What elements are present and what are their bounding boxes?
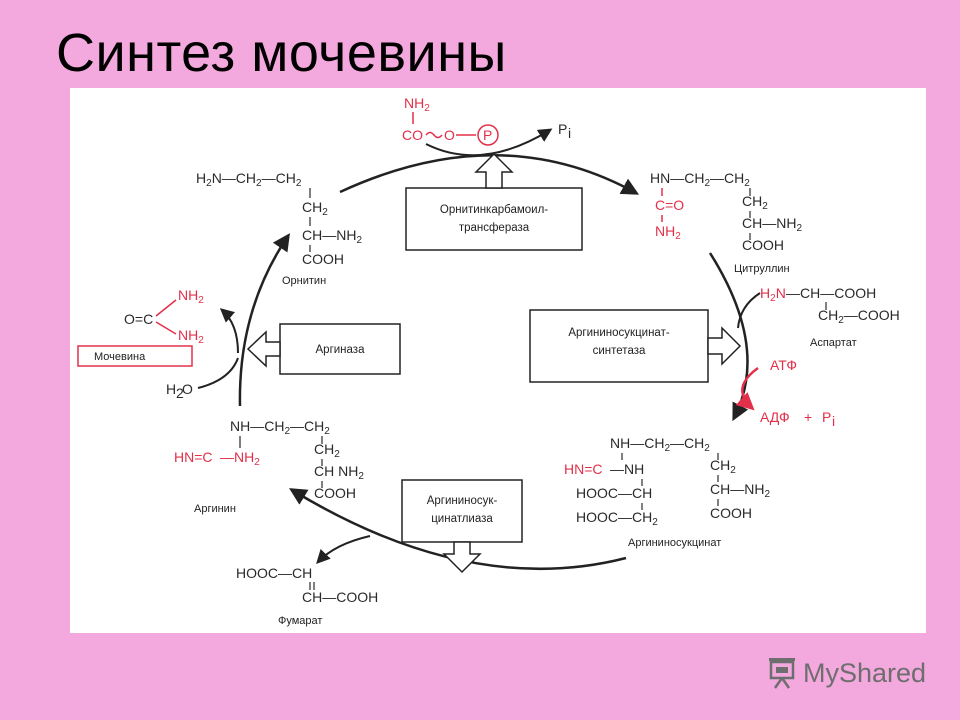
watermark: MyShared [767, 656, 926, 690]
enzyme-otc: Орнитинкарбамоил- трансфераза [405, 187, 583, 251]
side-arrow-urea-out [219, 308, 239, 354]
svg-text:—CH—COOH: —CH—COOH [786, 285, 876, 301]
watermark-text: MyShared [803, 657, 927, 688]
side-arrow-water-in [197, 357, 239, 389]
slide-title: Синтез мочевины [56, 23, 507, 83]
svg-text:CH2: CH2 [302, 199, 328, 218]
svg-text:CH—NH2: CH—NH2 [710, 481, 770, 500]
fumarate-label: Фумарат [278, 615, 322, 627]
svg-text:NH2: NH2 [178, 327, 204, 346]
urea-label-box: Мочевина [77, 345, 193, 367]
water-h: H [166, 381, 176, 397]
urea-cycle-figure: Орнитинкарбамоил- трансфераза Аргининосу… [70, 88, 926, 633]
pi-p: P [558, 121, 567, 137]
aspartate-structure: H2N —CH—COOH CH2—COOH [760, 285, 900, 326]
enzyme-otc-block-arrow [474, 152, 514, 189]
urea-cycle-diagram: Орнитинкарбамоил- трансфераза Аргининосу… [77, 95, 900, 627]
enzyme-ass-label-1: Аргининосукцинат- [568, 327, 670, 339]
fumarate-structure: HOOC—CH CH—COOH [236, 565, 378, 605]
enzyme-ass: Аргининосукцинат- синтетаза [529, 309, 709, 383]
arginine-structure: NH—CH2—CH2 HN=C —NH2 CH2 CH NH2 COOH [174, 418, 364, 501]
enzyme-asl-label-1: Аргининосук- [427, 495, 498, 507]
side-arrow-atp-to-adp [735, 366, 759, 411]
aspartate-label: Аспартат [810, 337, 857, 349]
pi-sub: i [568, 125, 571, 141]
svg-text:O: O [444, 127, 455, 143]
side-arrow-aspartate-in [737, 292, 761, 329]
svg-text:C=O: C=O [655, 197, 684, 213]
svg-text:NH2: NH2 [655, 223, 681, 242]
svg-text:HOOC—CH: HOOC—CH [236, 565, 312, 581]
svg-text:CH NH2: CH NH2 [314, 463, 364, 482]
citrulline-structure: HN—CH2—CH2 C=O NH2 CH2 CH—NH2 COOH [650, 170, 802, 253]
enzyme-arginase: Аргиназа [279, 323, 401, 375]
svg-text:CH2: CH2 [710, 457, 736, 476]
adp-label: АДФ [760, 409, 790, 425]
water-sub: 2 [176, 385, 184, 401]
svg-text:NH2: NH2 [178, 287, 204, 306]
side-arrow-carbamoyl-in [425, 128, 553, 157]
water-o: O [182, 381, 193, 397]
svg-text:CO: CO [402, 127, 423, 143]
svg-text:O=C: O=C [124, 311, 153, 327]
urea-label: Мочевина [94, 351, 146, 363]
atp-label: АТФ [770, 357, 797, 373]
arginine-label: Аргинин [194, 503, 236, 515]
carbamoyl-phosphate-structure: NH2 CO O P [402, 95, 499, 146]
enzyme-arginase-block-arrow [246, 330, 281, 368]
pi-label: P i [558, 121, 571, 141]
svg-text:COOH: COOH [302, 251, 344, 267]
svg-text:COOH: COOH [314, 485, 356, 501]
urea-structure: NH2 O=C NH2 [124, 287, 204, 346]
enzyme-otc-label-1: Орнитинкарбамоил- [440, 204, 548, 216]
water-label: H 2 O [166, 381, 193, 401]
cycle-arrow-arginine-to-ornithine [238, 233, 290, 407]
enzyme-asl: Аргининосук- цинатлиаза [401, 479, 523, 543]
svg-text:HOOC—CH: HOOC—CH [576, 485, 652, 501]
svg-text:P: P [483, 127, 492, 143]
enzyme-asl-label-2: цинатлиаза [431, 513, 493, 525]
svg-text:—NH: —NH [610, 461, 644, 477]
svg-text:HN—CH2—CH2: HN—CH2—CH2 [650, 170, 750, 189]
enzyme-asl-block-arrow [442, 541, 482, 574]
citrulline-label: Цитруллин [734, 263, 790, 275]
presentation-icon [769, 658, 795, 689]
argininosuccinate-label: Аргининосукцинат [628, 537, 721, 549]
svg-text:CH2—COOH: CH2—COOH [818, 307, 900, 326]
svg-text:COOH: COOH [742, 237, 784, 253]
enzyme-arginase-label: Аргиназа [316, 344, 366, 356]
svg-text:NH—CH2—CH2: NH—CH2—CH2 [610, 435, 710, 454]
svg-text:CH—NH2: CH—NH2 [302, 227, 362, 246]
svg-text:CH2: CH2 [314, 441, 340, 460]
svg-text:NH—CH2—CH2: NH—CH2—CH2 [230, 418, 330, 437]
svg-text:HN=C: HN=C [174, 449, 213, 465]
svg-text:COOH: COOH [710, 505, 752, 521]
adp-pi-sub: i [832, 413, 835, 429]
enzyme-otc-label-2: трансфераза [459, 222, 530, 234]
svg-text:H2N: H2N [760, 285, 786, 304]
ornithine-structure: H2N—CH2—CH2 CH2 CH—NH2 COOH [196, 170, 362, 267]
argininosuccinate-structure: NH—CH2—CH2 HN=C —NH HOOC—CH HOOC—CH2 CH2… [564, 435, 770, 528]
enzyme-ass-label-2: синтетаза [593, 345, 646, 357]
svg-text:CH2: CH2 [742, 193, 768, 212]
svg-text:NH2: NH2 [404, 95, 430, 114]
adp-pi-label: АДФ + P i [760, 409, 835, 429]
svg-text:—NH2: —NH2 [220, 449, 260, 468]
svg-text:H2N—CH2—CH2: H2N—CH2—CH2 [196, 170, 302, 189]
svg-text:HOOC—CH2: HOOC—CH2 [576, 509, 658, 528]
svg-text:CH—NH2: CH—NH2 [742, 215, 802, 234]
adp-plus: + [804, 409, 812, 425]
ornithine-label: Орнитин [282, 275, 326, 287]
svg-text:CH—COOH: CH—COOH [302, 589, 378, 605]
side-arrow-fumarate-out [316, 535, 371, 565]
svg-text:HN=C: HN=C [564, 461, 603, 477]
adp-pi-p: P [822, 409, 831, 425]
enzyme-ass-block-arrow [707, 326, 742, 366]
